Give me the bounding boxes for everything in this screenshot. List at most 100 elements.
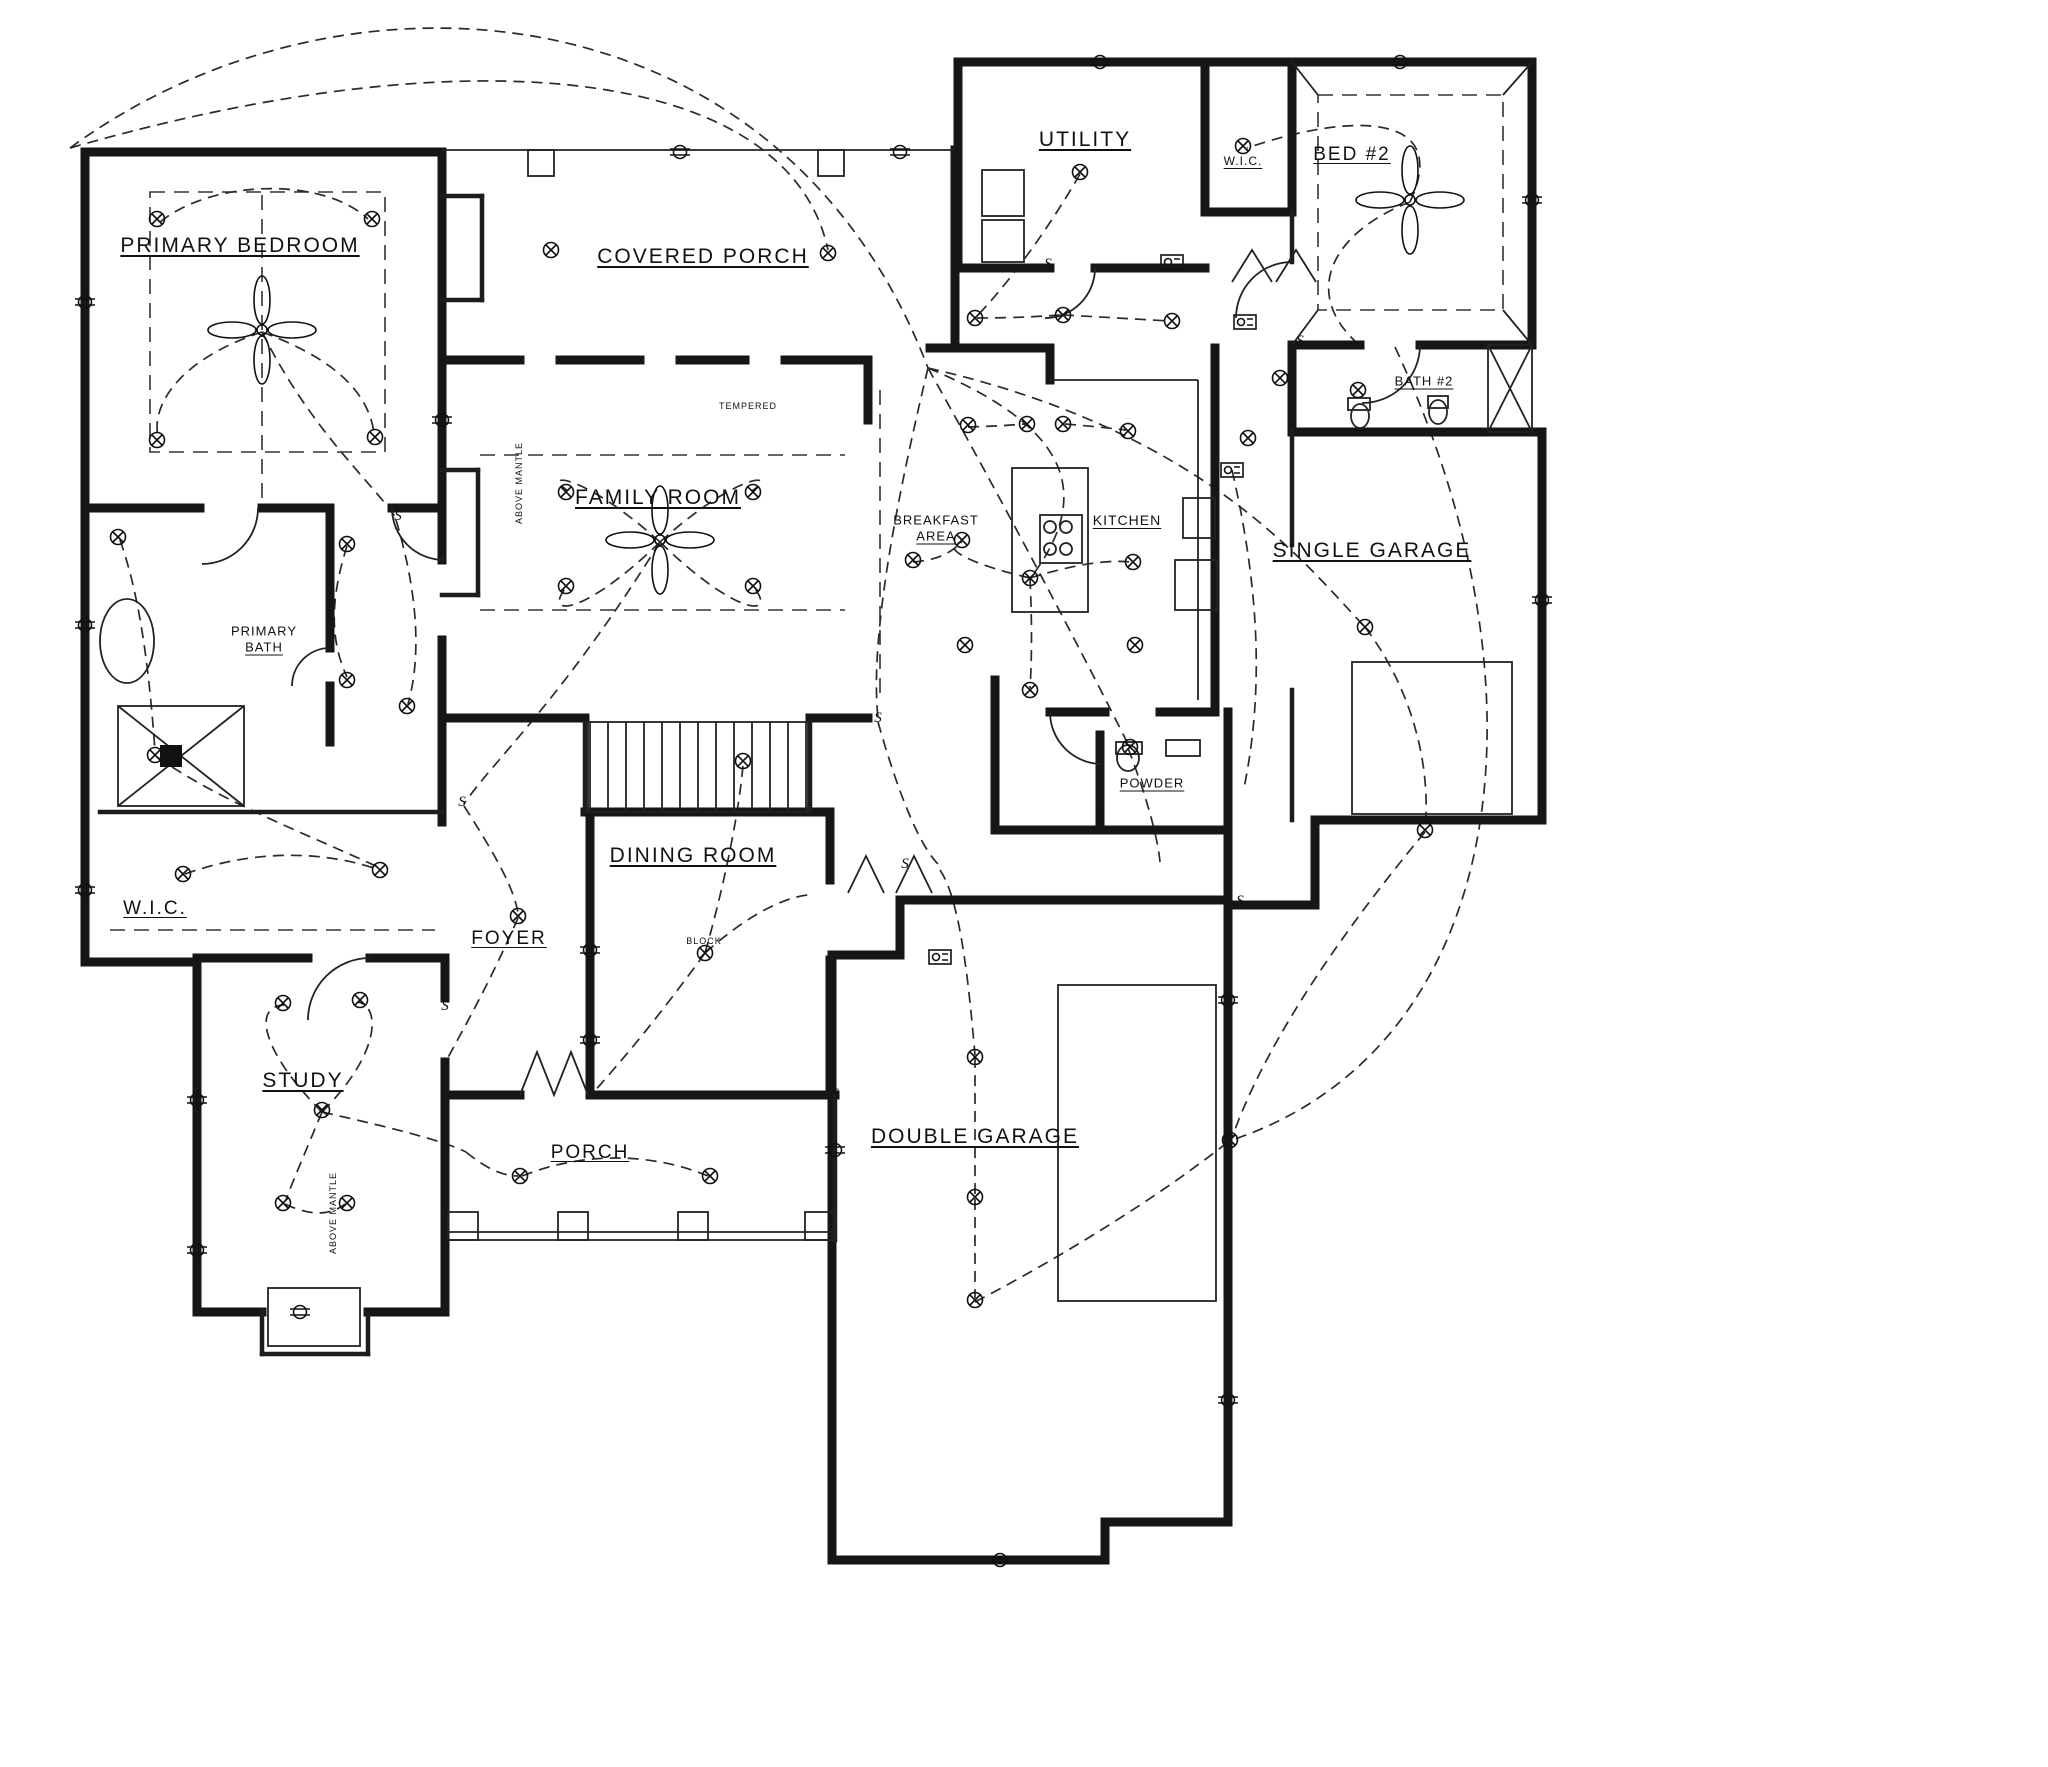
light-x <box>956 534 968 546</box>
outlet-circle <box>1534 592 1550 608</box>
wiring-run <box>69 80 829 251</box>
recessed-light-icon <box>313 1101 331 1119</box>
light-circle <box>313 1101 331 1119</box>
light-x <box>1242 432 1254 444</box>
burner-circle <box>1059 542 1073 556</box>
wiring-run <box>927 367 1129 745</box>
outlet-circle <box>992 1552 1008 1568</box>
wiring-run <box>1327 201 1411 343</box>
fixture-outline <box>804 1211 836 1241</box>
tile-diagonal <box>1487 344 1533 433</box>
recessed-light-icon <box>366 428 384 446</box>
wiring-run <box>704 894 809 954</box>
wiring-run <box>463 805 519 914</box>
light-x <box>369 431 381 443</box>
wiring-run <box>265 1004 323 1113</box>
light-x <box>747 486 759 498</box>
light-circle <box>366 428 384 446</box>
light-x <box>747 580 759 592</box>
outlet-circle <box>1524 192 1540 208</box>
recessed-light-icon <box>966 1188 984 1206</box>
recessed-light-icon <box>1119 422 1137 440</box>
light-x <box>277 1197 289 1209</box>
jbox-bars <box>1247 318 1253 326</box>
recessed-light-icon <box>966 309 984 327</box>
wiring-run <box>1231 346 1488 1141</box>
light-x <box>1224 1134 1236 1146</box>
duplex-outlet-icon <box>1532 592 1552 608</box>
light-x <box>341 1197 353 1209</box>
outlet-bars <box>1532 596 1552 604</box>
duplex-outlet-icon <box>670 144 690 160</box>
outlet-circle <box>827 1142 843 1158</box>
ceiling-fan-icon <box>1355 145 1465 255</box>
jbox-rect <box>1160 254 1184 270</box>
light-circle <box>744 577 762 595</box>
recessed-light-icon <box>148 431 166 449</box>
recessed-light-icon <box>1221 1131 1239 1149</box>
duplex-outlet-icon <box>290 1304 310 1320</box>
recessed-light-icon <box>1071 163 1089 181</box>
fixture-outline <box>1351 661 1513 815</box>
fixture-outline <box>981 219 1025 263</box>
door-swing-arc <box>201 507 259 565</box>
light-x <box>1021 418 1033 430</box>
fan-blade <box>651 545 669 595</box>
recessed-light-icon <box>701 1167 719 1185</box>
light-circle <box>274 1194 292 1212</box>
light-x <box>969 1051 981 1063</box>
outlet-bars <box>75 298 95 306</box>
recessed-light-icon <box>966 1048 984 1066</box>
light-circle <box>146 746 164 764</box>
recessed-light-icon <box>904 551 922 569</box>
outlet-bars <box>890 148 910 156</box>
light-x <box>969 1191 981 1203</box>
plumbing-fixture <box>99 598 155 684</box>
outlet-circle <box>77 617 93 633</box>
light-x <box>560 486 572 498</box>
recessed-light-icon <box>109 528 127 546</box>
recessed-light-icon <box>146 746 164 764</box>
wiring-run <box>976 173 1081 317</box>
switch-icon: S <box>1044 256 1052 272</box>
fixture-outline <box>1165 739 1201 757</box>
outlet-bars <box>990 1556 1010 1564</box>
outlet-circle <box>1220 992 1236 1008</box>
fan-hub <box>256 324 268 336</box>
light-circle <box>966 1048 984 1066</box>
ceiling-dashed-layer <box>110 94 1504 931</box>
light-circle <box>398 697 416 715</box>
outlet-circle <box>1220 1392 1236 1408</box>
ceiling-fan-icon <box>207 275 317 385</box>
outlet-bars <box>825 1146 845 1154</box>
outlet-circle <box>434 412 450 428</box>
outlet-circle <box>189 1242 205 1258</box>
junction-box-icon <box>1160 254 1184 270</box>
recessed-light-icon <box>1021 569 1039 587</box>
recessed-light-icon <box>1163 312 1181 330</box>
light-x <box>969 312 981 324</box>
duplex-outlet-icon <box>187 1242 207 1258</box>
fan-blade <box>605 531 655 549</box>
wiring-run <box>1246 124 1421 203</box>
outlet-circle <box>892 144 908 160</box>
fixture-outline <box>1057 984 1217 1302</box>
light-circle <box>274 994 292 1012</box>
fixture-outline <box>1174 559 1218 611</box>
wiring-run <box>285 1111 323 1201</box>
plumbing-fixture <box>1428 399 1448 425</box>
light-circle <box>148 431 166 449</box>
recessed-light-icon <box>696 944 714 962</box>
junction-box-icon <box>1220 462 1244 478</box>
jbox-rect <box>1233 314 1257 330</box>
switch-icon: S <box>831 1086 839 1102</box>
outlet-bars <box>75 886 95 894</box>
door-swing-arc <box>1361 344 1421 404</box>
wiring-run <box>953 541 1031 579</box>
light-x <box>374 864 386 876</box>
light-x <box>1122 425 1134 437</box>
recessed-light-icon <box>338 1194 356 1212</box>
recessed-light-icon <box>274 994 292 1012</box>
outlet-bars <box>432 416 452 424</box>
light-x <box>277 997 289 1009</box>
